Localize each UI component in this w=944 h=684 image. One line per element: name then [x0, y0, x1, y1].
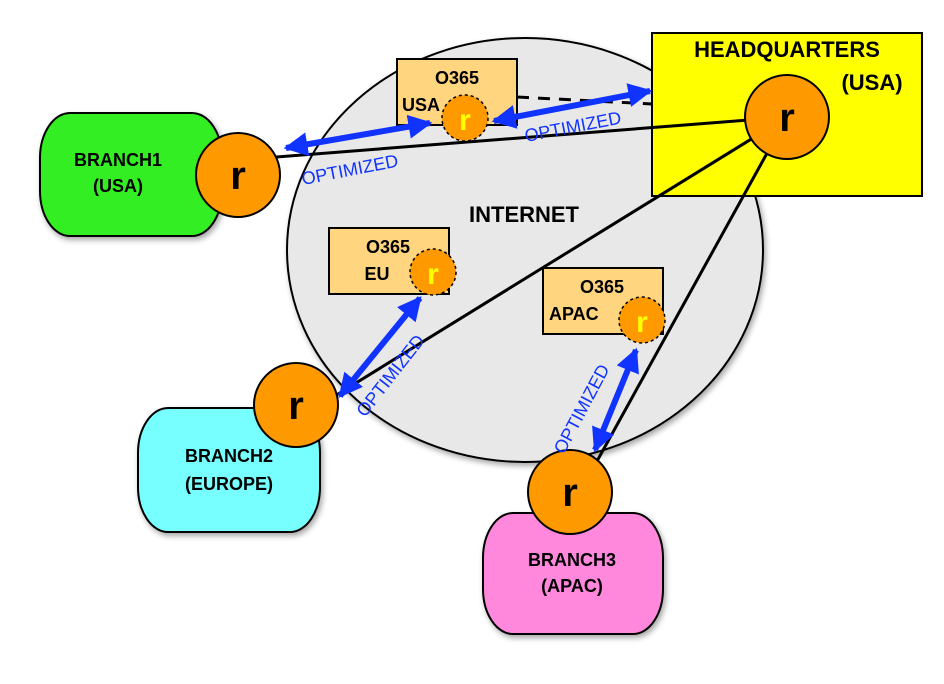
o365-usa-router-icon: [441, 94, 489, 142]
optimized-arrow-apac: [592, 347, 639, 453]
router-letter: r: [459, 104, 471, 137]
branch2-router-icon: r: [253, 362, 339, 448]
svg-text:r: r: [288, 384, 304, 428]
branch3: BRANCH3 (APAC): [482, 512, 664, 635]
branch3-router-icon: r: [527, 449, 613, 535]
o365-eu-label: O365: [366, 237, 410, 257]
routers: r r r r: [195, 74, 830, 535]
branch1-location: (USA): [93, 176, 143, 196]
o365-apac: O365 r APAC: [542, 267, 666, 344]
internet-label: INTERNET: [469, 202, 580, 227]
hq-label: HEADQUARTERS: [694, 37, 880, 62]
o365-usa: O365 r USA: [396, 58, 518, 142]
hq-location: (USA): [841, 70, 902, 95]
headquarters: HEADQUARTERS (USA): [651, 32, 923, 197]
hq-router-icon: r: [744, 74, 830, 160]
o365-apac-region: APAC: [549, 304, 599, 324]
o365-apac-label: O365: [580, 277, 624, 297]
branch2-label: BRANCH2: [185, 446, 273, 466]
router-letter: r: [636, 306, 648, 339]
branch3-label: BRANCH3: [528, 550, 616, 570]
optimized-arrow-branch1: [283, 114, 433, 157]
branch1: BRANCH1 (USA): [39, 112, 223, 237]
o365-apac-router-icon: [618, 296, 666, 344]
o365-usa-label: O365: [435, 68, 479, 88]
svg-text:r: r: [562, 471, 578, 515]
svg-text:r: r: [230, 154, 246, 198]
router-letter: r: [427, 258, 439, 291]
optimized-arrow-eu: [337, 296, 423, 398]
optimized-arrow-hq: [491, 83, 653, 129]
o365-eu: O365 r EU: [328, 227, 457, 296]
o365-usa-region: USA: [402, 95, 440, 115]
branch1-router-icon: r: [195, 132, 281, 218]
branch2-location: (EUROPE): [185, 474, 273, 494]
svg-text:r: r: [779, 96, 795, 140]
o365-eu-region: EU: [364, 264, 389, 284]
branch3-location: (APAC): [541, 576, 603, 596]
o365-eu-router-icon: [409, 248, 457, 296]
branch1-label: BRANCH1: [74, 150, 162, 170]
